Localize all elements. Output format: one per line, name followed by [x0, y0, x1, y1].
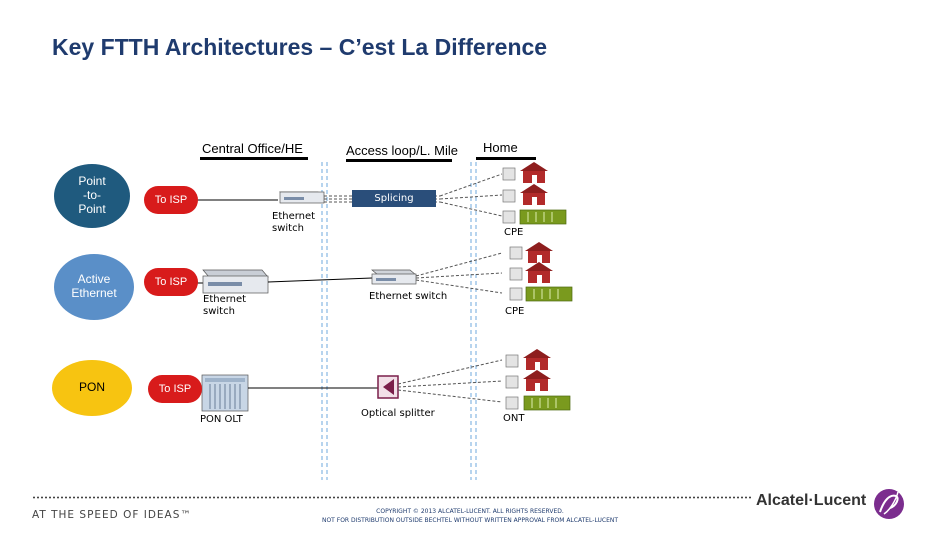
pon-splitter-label: Optical splitter [361, 408, 435, 419]
pon-olt-icon [201, 374, 249, 412]
ae-home-cpe-2 [509, 262, 553, 283]
ae-home-cpe-3 [509, 286, 573, 302]
p2p-home-cpe-1 [502, 162, 548, 183]
footer-dotted-rule [32, 496, 752, 499]
p2p-cpe-label: CPE [504, 227, 524, 238]
footer-tagline: AT THE SPEED OF IDEAS™ [32, 509, 192, 521]
ae-home-cpe-1 [509, 242, 553, 263]
p2p-ethernet-switch-icon [279, 191, 325, 204]
p2p-ethernet-switch-label: Ethernet switch [272, 211, 316, 234]
alcatel-lucent-logo-icon [874, 489, 904, 519]
pon-home-ont-2 [505, 370, 551, 391]
p2p-splicing-bar: Splicing [352, 190, 436, 207]
footer-brand: Alcatel·Lucent [756, 492, 867, 509]
column-underline-access-loop [346, 159, 452, 162]
footer-copyright-line-1: COPYRIGHT © 2013 ALCATEL-LUCENT. ALL RIG… [376, 508, 564, 515]
column-underline-home [476, 157, 536, 160]
p2p-home-cpe-3 [502, 209, 567, 225]
ae-feeder [267, 277, 373, 283]
ae-remote-switch-icon [371, 269, 417, 285]
architecture-point-to-point: Point -to- Point [54, 164, 130, 228]
pon-olt-label: PON OLT [200, 414, 243, 425]
footer-copyright-line-2: NOT FOR DISTRIBUTION OUTSIDE BECHTEL WIT… [321, 517, 619, 524]
pon-drop-2 [397, 380, 503, 388]
p2p-home-cpe-2 [502, 184, 548, 205]
ae-ethernet-switch-label: Ethernet switch [203, 294, 247, 317]
p2p-drop-2 [439, 194, 503, 200]
p2p-to-isp-cloud: To ISP [144, 186, 198, 214]
architecture-active-ethernet: Active Ethernet [54, 254, 134, 320]
column-header-access-loop: Access loop/L. Mile [346, 143, 458, 158]
pon-drop-1 [397, 359, 503, 385]
pon-drop-3 [397, 389, 503, 403]
pon-optical-splitter-icon [377, 375, 399, 399]
ae-cpe-label: CPE [505, 306, 525, 317]
p2p-drop-3 [439, 201, 503, 217]
ae-drop-3 [415, 279, 503, 294]
pon-to-isp-cloud: To ISP [148, 375, 202, 403]
p2p-drop-1 [439, 173, 503, 197]
ae-drop-2 [415, 272, 503, 279]
page-title: Key FTTH Architectures – C’est La Differ… [52, 34, 548, 60]
pon-ont-label: ONT [503, 413, 525, 424]
pon-home-ont-3 [505, 395, 571, 411]
ae-remote-switch-label: Ethernet switch [369, 291, 448, 302]
pon-home-ont-1 [505, 349, 551, 370]
column-underline-central-office [200, 157, 308, 160]
column-header-home: Home [483, 140, 518, 155]
ae-drop-1 [415, 252, 503, 277]
column-header-central-office: Central Office/HE [202, 141, 303, 156]
ae-to-isp-cloud: To ISP [144, 268, 198, 296]
footer-copyright: COPYRIGHT © 2013 ALCATEL-LUCENT. ALL RIG… [300, 507, 640, 525]
ae-ethernet-switch-icon [202, 269, 269, 294]
architecture-pon: PON [52, 360, 132, 416]
